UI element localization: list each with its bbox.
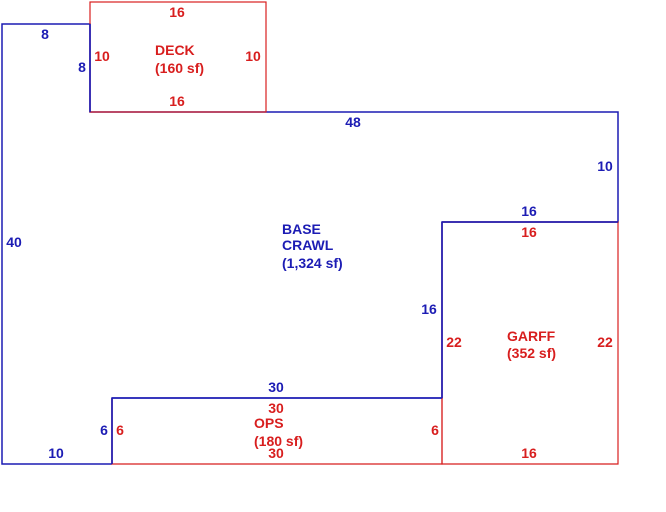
base-ops-left-dim: 6 (100, 422, 108, 438)
ops-top-dim: 30 (268, 400, 284, 416)
base-inner-vertical-16-dim: 16 (421, 301, 437, 317)
garff-name: GARFF (507, 328, 556, 344)
base-name-line1: BASE (282, 221, 321, 237)
base-left-dim: 40 (6, 234, 22, 250)
garff-left-dim: 22 (446, 334, 462, 350)
base-top-left-dim: 8 (41, 26, 49, 42)
ops-name: OPS (254, 415, 284, 431)
base-step-dim: 16 (521, 203, 537, 219)
base-ops-top-dim: 30 (268, 379, 284, 395)
deck-name: DECK (155, 42, 195, 58)
garff-top-dim: 16 (521, 224, 537, 240)
garff-area: (352 sf) (507, 345, 556, 361)
ops-bottom-dim: 30 (268, 445, 284, 461)
deck-bottom-dim: 16 (169, 93, 185, 109)
base-bottom-dim: 10 (48, 445, 64, 461)
deck-left-dim: 10 (94, 48, 110, 64)
base-inner-vertical-dim: 8 (78, 59, 86, 75)
deck-right-dim: 10 (245, 48, 261, 64)
ops-area: (180 sf) (254, 433, 303, 449)
ops-right-dim: 6 (431, 422, 439, 438)
garff-right-dim: 22 (597, 334, 613, 350)
base-name-line2: CRAWL (282, 237, 334, 253)
ops-left-dim: 6 (116, 422, 124, 438)
base-area: (1,324 sf) (282, 255, 343, 271)
deck-top-dim: 16 (169, 4, 185, 20)
garff-bottom-dim: 16 (521, 445, 537, 461)
deck-area: (160 sf) (155, 60, 204, 76)
base-right-dim: 10 (597, 158, 613, 174)
base-top-dim: 48 (345, 114, 361, 130)
